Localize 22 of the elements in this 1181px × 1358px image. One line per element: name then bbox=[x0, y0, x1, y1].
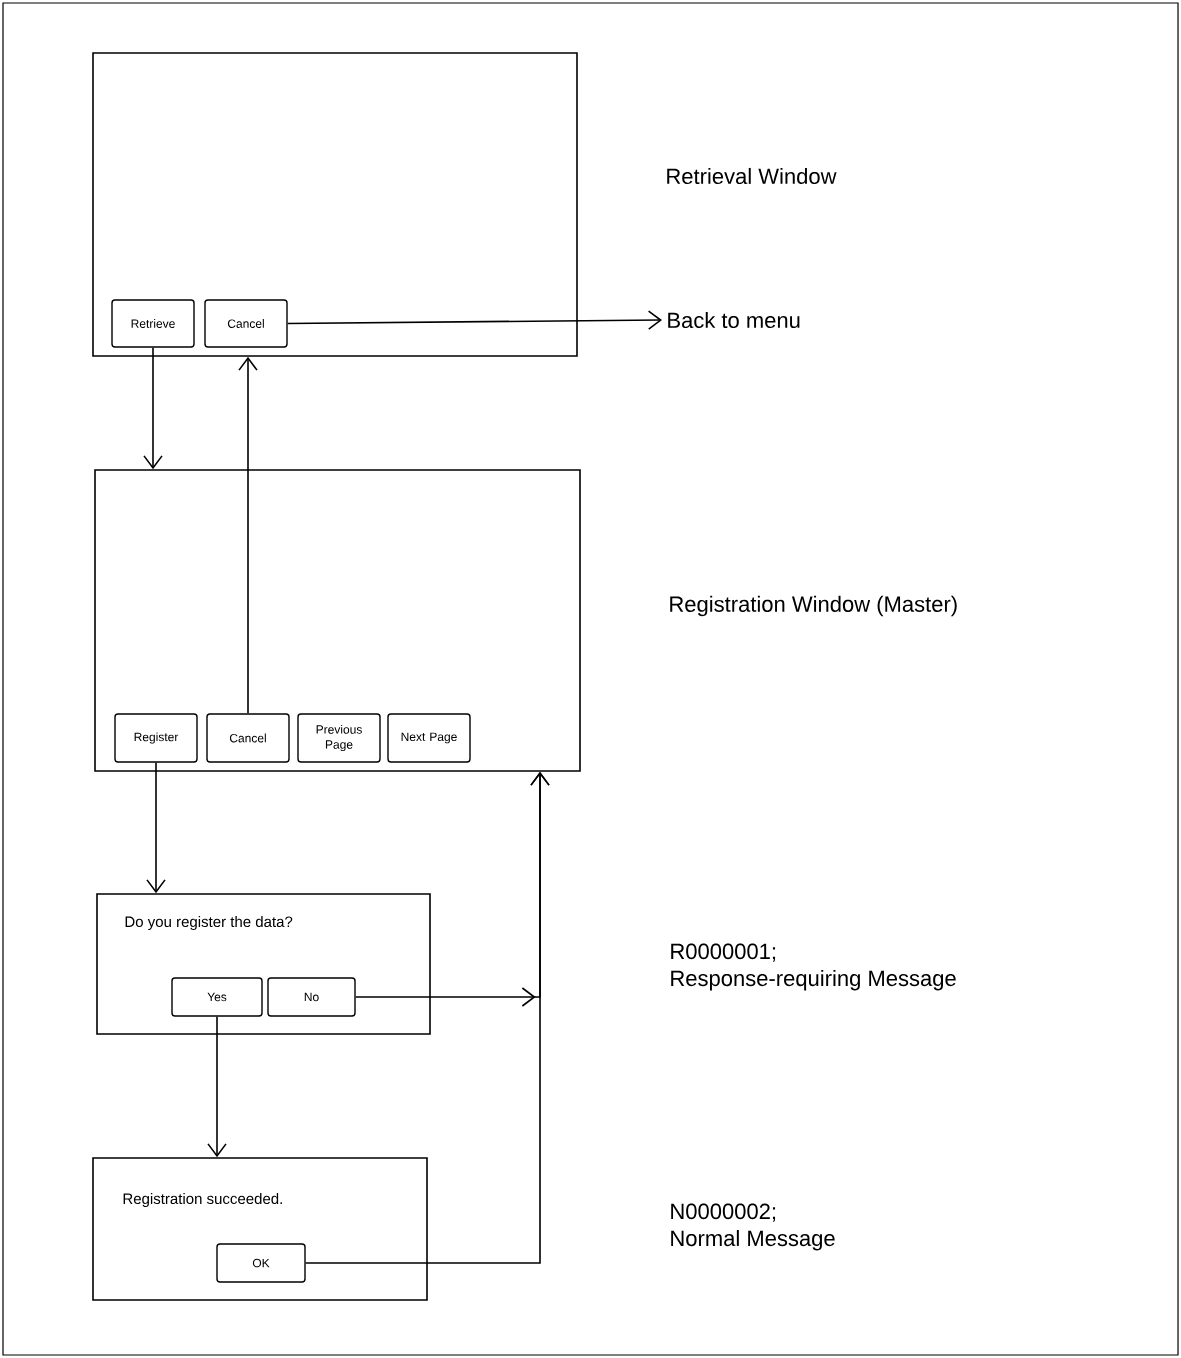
window-caption: R0000001; Response-requiring Message bbox=[671, 943, 956, 991]
button: Cancel bbox=[206, 713, 290, 763]
window-caption: N0000002; Normal Message bbox=[671, 1203, 835, 1251]
button: OK bbox=[216, 1243, 306, 1283]
button: Previous Page bbox=[297, 713, 381, 763]
button: Yes bbox=[171, 977, 263, 1017]
window-caption: Registration Window (Master) bbox=[670, 595, 957, 617]
window-frame bbox=[92, 52, 578, 357]
button: No bbox=[267, 977, 356, 1017]
button: Cancel bbox=[204, 299, 288, 348]
arrow bbox=[143, 346, 163, 470]
target-label: Back to menu bbox=[668, 311, 800, 329]
button: Register bbox=[114, 713, 198, 763]
arrow bbox=[286, 310, 662, 330]
button: Next Page bbox=[387, 713, 471, 763]
window-caption: Retrieval Window bbox=[667, 167, 837, 185]
arrow bbox=[304, 771, 550, 1264]
button: Retrieve bbox=[111, 299, 195, 348]
arrow bbox=[238, 356, 258, 715]
arrow bbox=[207, 1015, 227, 1158]
arrow bbox=[146, 761, 166, 894]
window-frame bbox=[94, 469, 581, 772]
